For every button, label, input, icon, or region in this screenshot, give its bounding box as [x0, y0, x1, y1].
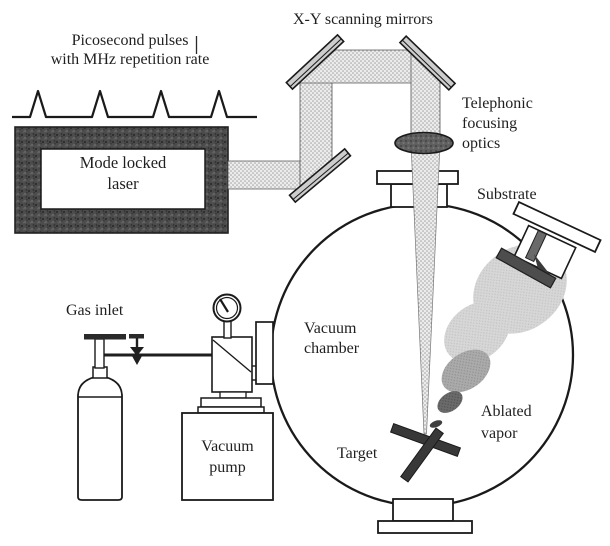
label-line: Substrate [477, 186, 537, 203]
pump-pedestal-upper [200, 397, 262, 408]
vacuum-pump-box [181, 412, 274, 501]
holder-stem-rect [524, 229, 548, 263]
mirror-face-line [402, 39, 452, 88]
pulse-train-waveform [12, 89, 257, 119]
laser-window [40, 148, 206, 210]
target-bar-steep [400, 427, 444, 483]
needle-valve-lower-cone [132, 356, 142, 365]
target-cross [389, 422, 462, 483]
label-line: Vacuum [201, 438, 254, 455]
cylinder-valve-handle [84, 334, 126, 340]
label-vacuum-pump: Vacuum pump [182, 436, 273, 478]
label-line: X-Y scanning mirrors [293, 11, 433, 28]
mirror-bar [285, 33, 345, 91]
scan-mirror-top-right [398, 35, 457, 91]
vapor-speck [429, 420, 443, 428]
label-line: chamber [304, 340, 360, 357]
mirror-face-line [292, 152, 349, 200]
label-line: Picosecond pulses [71, 32, 189, 49]
vapor-cloud-medium [441, 349, 491, 393]
label-substrate: Substrate [477, 185, 537, 204]
label-ablated-vapor: Ablated vapor [481, 401, 532, 445]
bottom-flange-plate [377, 520, 473, 534]
label-focusing-optics: Telephonic focusing optics [462, 94, 533, 154]
substrate-plate [495, 247, 557, 289]
pump-valve-box-diagonal [212, 339, 252, 373]
mirror-bar [398, 35, 457, 91]
label-line: vapor [481, 425, 518, 442]
scan-mirror-lower [288, 147, 352, 204]
cylinder-valve-stem [94, 338, 105, 369]
scan-mirror-top-left [285, 33, 345, 91]
label-line: Telephonic [462, 95, 533, 112]
label-target: Target [337, 444, 377, 463]
ablated-vapor-plume [429, 244, 567, 428]
label-line: laser [107, 174, 139, 193]
substrate-plate-rect [495, 247, 557, 289]
mirror-face-line [289, 38, 342, 87]
label-line: with MHz repetition rate [50, 51, 210, 68]
label-line: Vacuum [304, 320, 357, 337]
pressure-gauge-inner [215, 296, 239, 320]
gas-cylinder-body [77, 375, 123, 501]
pressure-gauge-stem [223, 320, 232, 339]
focusing-lens [394, 131, 454, 155]
bottom-flange-neck [392, 498, 454, 522]
label-line: Mode locked [79, 153, 167, 172]
label-xy-scanning-mirrors: X-Y scanning mirrors [293, 10, 433, 29]
needle-valve-upper-cone [130, 347, 144, 356]
label-line: focusing [462, 115, 518, 132]
label-vacuum-chamber: Vacuum chamber [304, 319, 359, 359]
substrate-holder-stem [524, 229, 548, 263]
label-line: Target [337, 445, 378, 462]
label-line: optics [462, 135, 501, 152]
label-picosecond-pulses: Picosecond pulses with MHz repetition ra… [22, 31, 238, 69]
vapor-cloud-light-lower [444, 301, 510, 363]
label-line: Gas inlet [66, 302, 124, 319]
label-gas-inlet: Gas inlet [66, 301, 123, 320]
label-line: pump [209, 459, 246, 476]
label-line: Ablated [481, 403, 532, 420]
needle-valve-handle [129, 334, 144, 339]
pump-port-flange [255, 321, 274, 385]
pump-valve-box [211, 336, 253, 393]
port-flange-rect [512, 200, 602, 254]
substrate-port-flange [512, 200, 602, 254]
pressure-gauge-needle [219, 298, 229, 313]
label-mode-locked-laser: Mode locked laser [41, 152, 205, 194]
mirror-bar [288, 147, 352, 204]
pump-valve-box-neck [219, 391, 247, 399]
vapor-cloud-dark [437, 391, 463, 413]
